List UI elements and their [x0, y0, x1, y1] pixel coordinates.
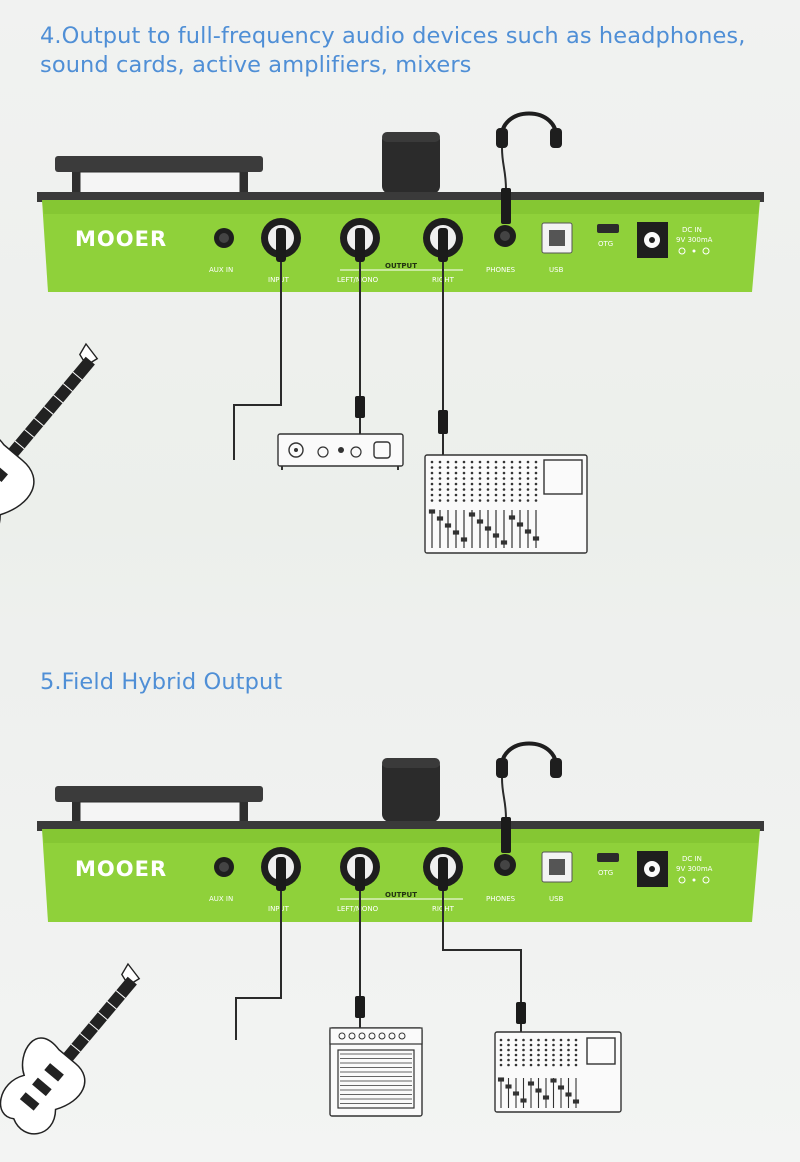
- knob: [382, 132, 440, 194]
- left-mono-label: LEFT/MONO: [337, 905, 379, 913]
- section-heading: 4.Output to full-frequency audio devices…: [40, 23, 746, 78]
- usb-label: USB: [549, 895, 564, 903]
- phones-jack: [494, 225, 516, 247]
- amplifier-icon: [329, 1027, 423, 1117]
- polarity-icon: [678, 876, 710, 884]
- polarity-icon: [678, 247, 710, 255]
- aux-in-jack: [214, 228, 234, 248]
- dc-spec-label: 9V 300mA: [676, 865, 713, 873]
- right-jack: [423, 847, 463, 891]
- brand-logo: MOOER: [75, 227, 167, 251]
- connection-diagram: MOOER AUX IN INPUT OUTPUT LEFT/MONO: [0, 111, 764, 554]
- sound-card-icon: [277, 433, 404, 470]
- rear-panel: [42, 200, 760, 292]
- knob: [382, 758, 440, 822]
- output-label: OUTPUT: [385, 262, 417, 270]
- otg-label: OTG: [598, 869, 613, 877]
- guitar-icon: [0, 342, 99, 545]
- panel-top: [37, 192, 764, 202]
- left-mono-jack: [340, 218, 380, 262]
- expression-pedal: [55, 786, 263, 825]
- otg-port: [597, 853, 619, 862]
- section-heading: 5.Field Hybrid Output: [40, 669, 283, 695]
- otg-label: OTG: [598, 240, 613, 248]
- aux-in-label: AUX IN: [209, 266, 233, 274]
- usb-port: [541, 222, 573, 254]
- phones-label: PHONES: [486, 266, 516, 274]
- left-mono-jack: [340, 847, 380, 891]
- headphones-icon: [496, 111, 562, 224]
- mixer-icon: [424, 454, 588, 554]
- right-jack: [423, 218, 463, 262]
- headphones-icon: [496, 741, 562, 853]
- expression-pedal: [55, 156, 263, 195]
- dc-in-port: [637, 851, 668, 887]
- dc-spec-label: 9V 300mA: [676, 236, 713, 244]
- otg-port: [597, 224, 619, 233]
- output-label: OUTPUT: [385, 891, 417, 899]
- aux-in-jack: [214, 857, 234, 877]
- phones-label: PHONES: [486, 895, 516, 903]
- guitar-cable: [235, 891, 282, 1040]
- input-jack: [261, 218, 301, 262]
- dc-in-label: DC IN: [682, 226, 702, 234]
- left-mono-label: LEFT/MONO: [337, 276, 379, 284]
- brand-logo: MOOER: [75, 857, 167, 881]
- right-cable: [442, 891, 522, 1002]
- dc-in-label: DC IN: [682, 855, 702, 863]
- input-jack: [261, 847, 301, 891]
- input-label: INPUT: [268, 905, 290, 913]
- usb-port: [541, 851, 573, 883]
- section-field-hybrid-output: 5.Field Hybrid Output MOOER AUX IN: [0, 600, 800, 1162]
- guitar-icon: [0, 962, 141, 1135]
- dc-in-port: [637, 222, 668, 258]
- aux-in-label: AUX IN: [209, 895, 233, 903]
- phones-jack: [494, 854, 516, 876]
- section-output-full-frequency: 4.Output to full-frequency audio devices…: [0, 23, 764, 554]
- mixer-icon: [494, 1031, 622, 1113]
- usb-label: USB: [549, 266, 564, 274]
- guitar-cable: [233, 262, 282, 460]
- connection-diagram: MOOER AUX IN INPUT OUTPUT LEFT/MONO RIGH…: [0, 741, 764, 1135]
- panel-top: [37, 821, 764, 831]
- rear-panel: [42, 829, 760, 922]
- input-label: INPUT: [268, 276, 290, 284]
